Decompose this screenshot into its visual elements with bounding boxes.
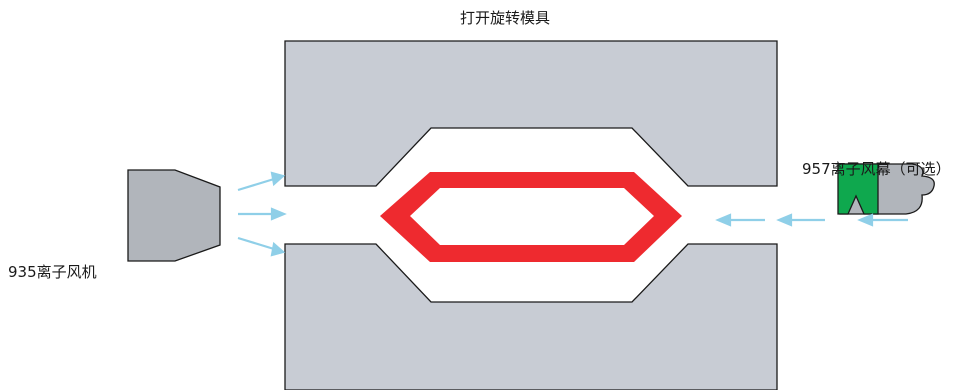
curtain-airflow-arrows — [715, 213, 908, 227]
ionizing-blower-935 — [127, 169, 221, 262]
upper-mold-half — [284, 40, 778, 187]
blower-airflow-arrow — [238, 207, 287, 221]
blower-airflow-arrow — [237, 236, 286, 257]
curtain-airflow-arrow — [776, 213, 825, 227]
diagram-title: 打开旋转模具 — [459, 9, 550, 27]
blower-airflow-arrow — [237, 171, 286, 192]
lower-mold-half — [284, 243, 778, 390]
blower-airflow-arrows — [237, 171, 287, 257]
air-curtain-label: 957离子风幕（可选） — [802, 160, 951, 178]
blower-label: 935离子风机 — [8, 263, 97, 281]
ionizing-air-curtain-957 — [837, 163, 935, 215]
curtain-airflow-arrow — [715, 213, 765, 227]
molded-part — [380, 172, 682, 262]
curtain-airflow-arrow — [857, 213, 908, 227]
air-curtain-nozzle — [837, 163, 879, 215]
